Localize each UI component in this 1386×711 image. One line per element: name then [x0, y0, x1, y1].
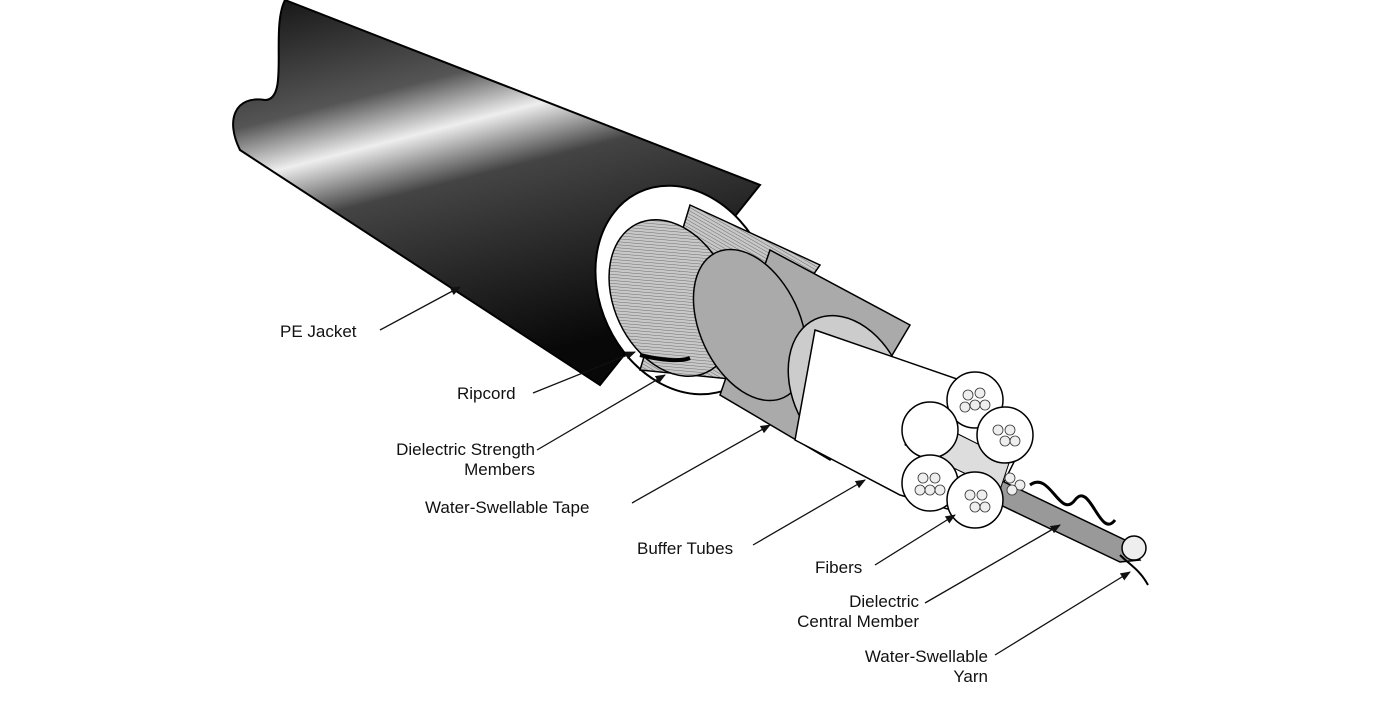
water-swellable-yarn	[1029, 480, 1117, 526]
ripcord	[639, 353, 691, 363]
label-buffer-tubes: Buffer Tubes	[637, 539, 734, 558]
label-pe-jacket: PE Jacket	[280, 322, 357, 341]
leader-lines	[379, 286, 1131, 656]
label-water-swellable-yarn: Water-Swellable Yarn	[790, 647, 988, 687]
label-line: Dielectric	[849, 592, 919, 611]
label-dielectric-central-member: Dielectric Central Member	[720, 592, 919, 632]
label-ripcord: Ripcord	[457, 384, 516, 403]
label-line: Central Member	[797, 612, 919, 631]
label-dielectric-strength-members: Dielectric Strength Members	[340, 440, 535, 480]
label-fibers: Fibers	[815, 558, 863, 577]
label-line: Dielectric Strength	[396, 440, 535, 459]
label-line: Members	[464, 460, 535, 479]
label-line: Water-Swellable	[864, 647, 988, 666]
label-water-swellable-tape: Water-Swellable Tape	[425, 498, 590, 517]
label-line: Yarn	[953, 667, 988, 686]
